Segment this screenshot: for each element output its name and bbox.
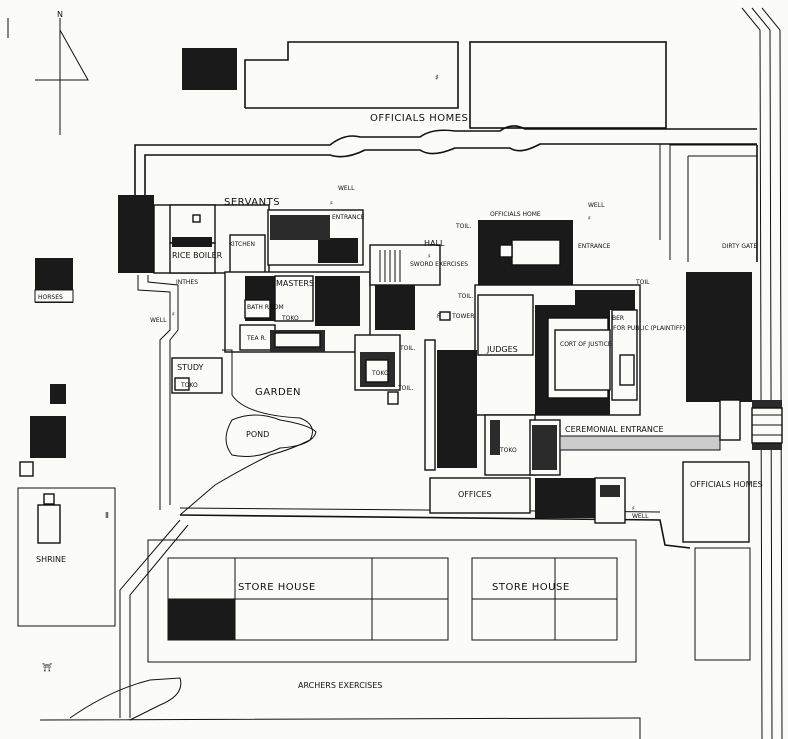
svg-text:INTHES: INTHES: [176, 279, 198, 286]
tea-room-label: TEA R.: [246, 335, 266, 342]
horses-stable: HORSES: [34, 258, 74, 303]
entrance-2-label: ENTRANCE: [578, 243, 611, 250]
toil-4-label: TOIL.: [399, 345, 416, 352]
bath-room-label: BATH ROOM: [247, 304, 284, 311]
study-label: STUDY: [177, 363, 204, 372]
well-left-label: WELL: [150, 317, 167, 324]
shrine-label: SHRINE: [36, 555, 66, 564]
store-houses: STORE HOUSE STORE HOUSE: [147, 539, 637, 663]
svg-text:♯: ♯: [428, 253, 431, 260]
garden-label: GARDEN: [255, 387, 301, 398]
toil-2-label: TOIL.: [457, 293, 474, 300]
svg-text:♯: ♯: [172, 311, 175, 318]
fire-tower-label: FIRE TOWER: [437, 313, 474, 320]
svg-text:⛩: ⛩: [42, 663, 52, 672]
toil-1-label: TOIL.: [455, 223, 472, 230]
archers-exercises-label: ARCHERS EXERCISES: [298, 681, 382, 690]
officials-home-center: OFFICIALS HOME TOIL. ENTRANCE WELL ♯ TOI…: [455, 202, 611, 300]
north-arrow-icon: N: [35, 10, 89, 135]
servants-quarters: SERVANTS RICE BOILER KITCHEN INTHES: [118, 195, 364, 286]
servants-label: SERVANTS: [224, 197, 280, 208]
svg-text:Ⅱ: Ⅱ: [105, 511, 109, 520]
road-network: [39, 7, 783, 739]
kitchen-label: KITCHEN: [229, 241, 255, 248]
study: STUDY TOKO: [171, 357, 223, 394]
north-label: N: [57, 10, 63, 19]
masters-quarters: MASTERS BATH ROOM TOKO TEA R.: [224, 271, 371, 353]
court-of-justice: JUDGES CORT OF JUSTICE BER FOR PUBLIC (P…: [424, 279, 721, 476]
officials-homes-top-label: OFFICIALS HOMES: [370, 113, 468, 124]
toil-3-label: TOIL.: [397, 385, 414, 392]
rice-boiler-label: RICE BOILER: [172, 251, 223, 260]
svg-text:TOKO: TOKO: [371, 370, 389, 377]
dirty-gate-area: DIRTY GATE OFFICIALS HOMES: [682, 243, 783, 661]
entrance-1-label: ENTRANCE: [332, 214, 365, 221]
judges-label: JUDGES: [486, 345, 518, 354]
offices: OFFICES WELL ♯: [429, 477, 649, 524]
horses-label: HORSES: [38, 294, 63, 301]
officials-homes-top: ♯ OFFICIALS HOMES: [182, 41, 667, 129]
store-house-1-label: STORE HOUSE: [238, 582, 316, 593]
officials-homes-right-label: OFFICIALS HOMES: [690, 480, 763, 489]
svg-text:♯: ♯: [435, 73, 439, 82]
svg-text:♯: ♯: [588, 215, 591, 222]
svg-text:♯: ♯: [632, 505, 635, 512]
garden: GARDEN POND: [179, 349, 317, 516]
ber-label: BER: [612, 315, 624, 322]
svg-text:♯: ♯: [330, 200, 333, 207]
well-2-label: WELL: [588, 202, 605, 209]
officials-home-label: OFFICIALS HOME: [490, 211, 541, 218]
toko-1-label: TOKO: [281, 315, 299, 322]
toko-study-label: TOKO: [180, 382, 198, 389]
masters-label: MASTERS: [276, 279, 314, 288]
for-public-label: FOR PUBLIC (PLAINTIFF): [613, 325, 685, 332]
store-house-2-label: STORE HOUSE: [492, 582, 570, 593]
well-1-label: WELL: [338, 185, 355, 192]
well-3-label: WELL: [632, 513, 649, 520]
pond-label: POND: [246, 430, 269, 439]
cort-of-justice-label: CORT OF JUSTICE: [560, 341, 612, 348]
sword-exercises-label: SWORD EXERCISES: [410, 261, 468, 268]
hall: HALL SWORD EXERCISES ♯: [369, 239, 468, 286]
toko-2-label: TOKO: [499, 447, 517, 454]
ceremonial-label: CEREMONIAL ENTRANCE: [565, 425, 664, 434]
dirty-gate-label: DIRTY GATE: [722, 243, 757, 250]
hall-label: HALL: [424, 239, 445, 248]
offices-label: OFFICES: [458, 490, 492, 499]
toil-5-label: TOIL: [635, 279, 650, 286]
shrine: SHRINE ⛩ Ⅱ: [17, 487, 116, 672]
